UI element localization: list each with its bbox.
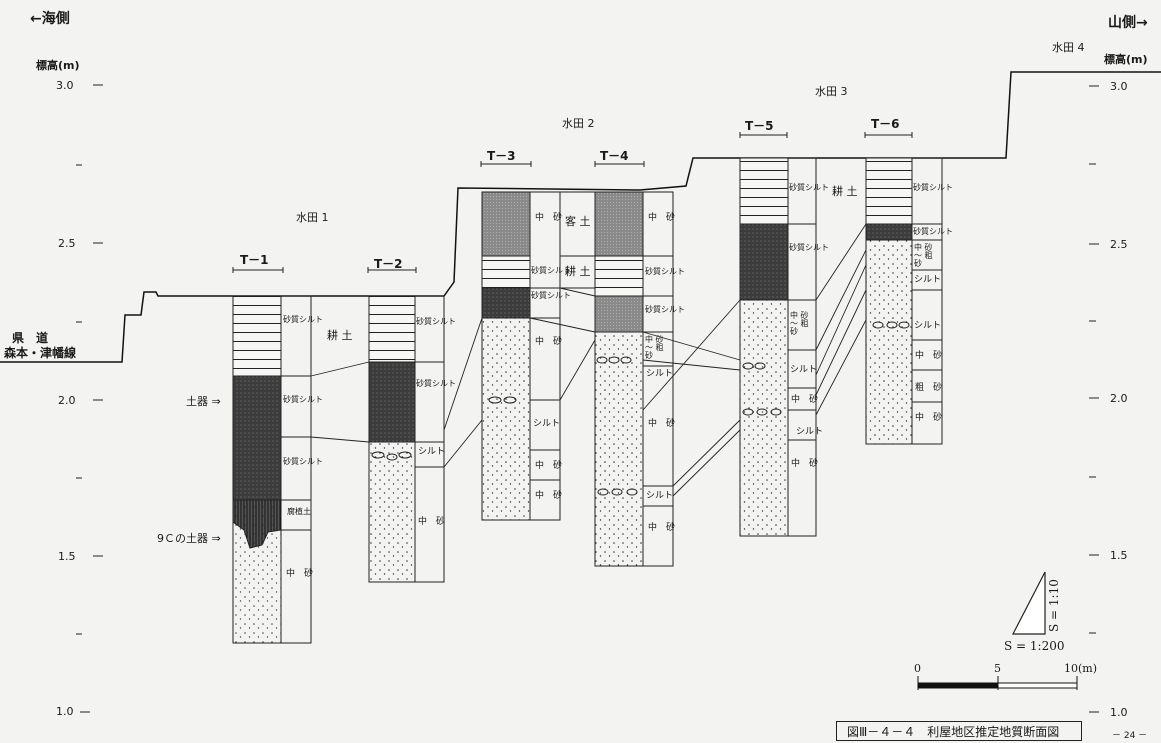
elevation-axis-title-left: 標高(m) <box>36 59 80 72</box>
layer-label: シルト <box>418 447 446 457</box>
tick-left-1.5: 1.5 <box>58 550 76 563</box>
scale-bar-label-5: 5 <box>994 662 1001 675</box>
layer-label: 中 砂 <box>791 395 819 405</box>
page-number: － 24 － <box>1112 731 1148 741</box>
tick-right-2.0: 2.0 <box>1110 392 1128 405</box>
scale-bar <box>917 676 1078 690</box>
tick-right-1.5: 1.5 <box>1110 549 1128 562</box>
tick-left-1.0: 1.0 <box>56 705 74 718</box>
tick-left-3.0: 3.0 <box>56 79 74 92</box>
layer-label: 中 砂 <box>286 569 314 579</box>
tick-left-2.0: 2.0 <box>58 394 76 407</box>
layer-label: 砂質シルト <box>283 315 323 324</box>
layer-label: 耕 土 <box>327 329 353 342</box>
layer-label: 砂質シルト <box>913 183 953 192</box>
layer-label: 中 砂 <box>535 491 563 501</box>
correlation-lines <box>310 223 867 497</box>
layer-label: 砂質シルト <box>913 227 953 236</box>
scale-vertical-ratio: S = 1:10 <box>1047 579 1061 632</box>
layer-label: 砂質シルト <box>283 457 323 466</box>
layer-label: 中 砂 <box>535 213 563 223</box>
column-t4 <box>594 191 674 567</box>
layer-label: 砂質シルト <box>531 291 571 300</box>
layer-label: 中 砂 <box>418 517 446 527</box>
layer-label: 中 砂 <box>535 461 563 471</box>
tick-right-1.0: 1.0 <box>1110 706 1128 719</box>
layer-label: 砂質シルト <box>645 305 685 314</box>
column-t3 <box>481 191 596 521</box>
layer-label: 中 砂 <box>535 337 563 347</box>
layer-label: シルト <box>646 491 674 501</box>
tick-left-2.5: 2.5 <box>58 237 76 250</box>
mountain-side-label: 山側→ <box>1108 15 1148 31</box>
paddy-label-3: 水田 3 <box>815 85 848 98</box>
layer-label: 腐植土 <box>287 507 311 516</box>
scale-triangle <box>1012 571 1046 635</box>
figure-caption: 図Ⅲ－４－４ 利屋地区推定地質断面図 <box>836 721 1082 741</box>
layer-label: 砂質シルト <box>283 395 323 404</box>
column-t5 <box>739 157 817 537</box>
elevation-axis-title-right: 標高(m) <box>1104 53 1148 66</box>
layer-label: 粗 砂 <box>915 383 943 393</box>
trench-label-t4: T－4 <box>600 149 629 163</box>
scale-bar-label-10: 10(m) <box>1064 662 1098 675</box>
layer-label: シルト <box>914 321 942 331</box>
layer-label: 砂質シルト <box>789 243 829 252</box>
tick-right-2.5: 2.5 <box>1110 238 1128 251</box>
layer-label: 中 砂～ 粗 砂 <box>914 243 933 268</box>
paddy-label-1: 水田 1 <box>296 211 329 224</box>
layer-label: 砂質シルト <box>789 183 829 192</box>
trench-label-t6: T－6 <box>871 117 900 131</box>
layer-label: 中 砂～ 粗 砂 <box>645 335 664 360</box>
layer-label: シルト <box>646 369 674 379</box>
paddy-label-4: 水田 4 <box>1052 41 1085 54</box>
trench-label-t5: T－5 <box>745 119 774 133</box>
pottery-annotation: 土器 ⇒ <box>186 395 221 408</box>
column-t2 <box>368 295 445 583</box>
pebble-marks <box>371 321 910 496</box>
trench-label-t1: T－1 <box>240 253 269 267</box>
ground-surface <box>0 71 1161 363</box>
layer-label: 砂質シルト <box>645 267 685 276</box>
layer-label: シルト <box>533 419 561 429</box>
road-label-1: 県 道 <box>12 331 49 345</box>
sea-side-label: ←海側 <box>30 11 70 27</box>
layer-label: 客 土 <box>565 215 591 228</box>
layer-label: シルト <box>914 275 942 285</box>
scale-horizontal-ratio: S = 1:200 <box>1004 639 1065 653</box>
road-label-2: 森本・津幡線 <box>4 346 77 360</box>
paddy-label-2: 水田 2 <box>562 117 595 130</box>
layer-label: シルト <box>796 427 824 437</box>
layer-label: 耕 土 <box>565 265 591 278</box>
layer-label: 中 砂 <box>915 413 943 423</box>
layer-label: 中 砂 <box>648 213 676 223</box>
tick-right-3.0: 3.0 <box>1110 80 1128 93</box>
layer-label: シルト <box>790 365 818 375</box>
pottery-9c-annotation: 9Ｃの土器 ⇒ <box>157 532 221 545</box>
layer-label: 中 砂 <box>648 523 676 533</box>
trench-label-t2: T－2 <box>374 257 403 271</box>
layer-label: 中 砂 <box>915 351 943 361</box>
trench-label-t3: T－3 <box>487 149 516 163</box>
layer-label: 中 砂～ 粗 砂 <box>790 311 809 336</box>
layer-label: 中 砂 <box>791 459 819 469</box>
layer-label: 中 砂 <box>648 419 676 429</box>
column-t6 <box>865 157 943 445</box>
layer-label: 砂質シルト <box>531 266 571 275</box>
layer-label: 砂質シルト <box>416 379 456 388</box>
layer-label: 砂質シルト <box>416 317 456 326</box>
column-t1 <box>232 295 312 644</box>
layer-label: 耕 土 <box>832 185 858 198</box>
scale-bar-label-0: 0 <box>914 662 921 675</box>
